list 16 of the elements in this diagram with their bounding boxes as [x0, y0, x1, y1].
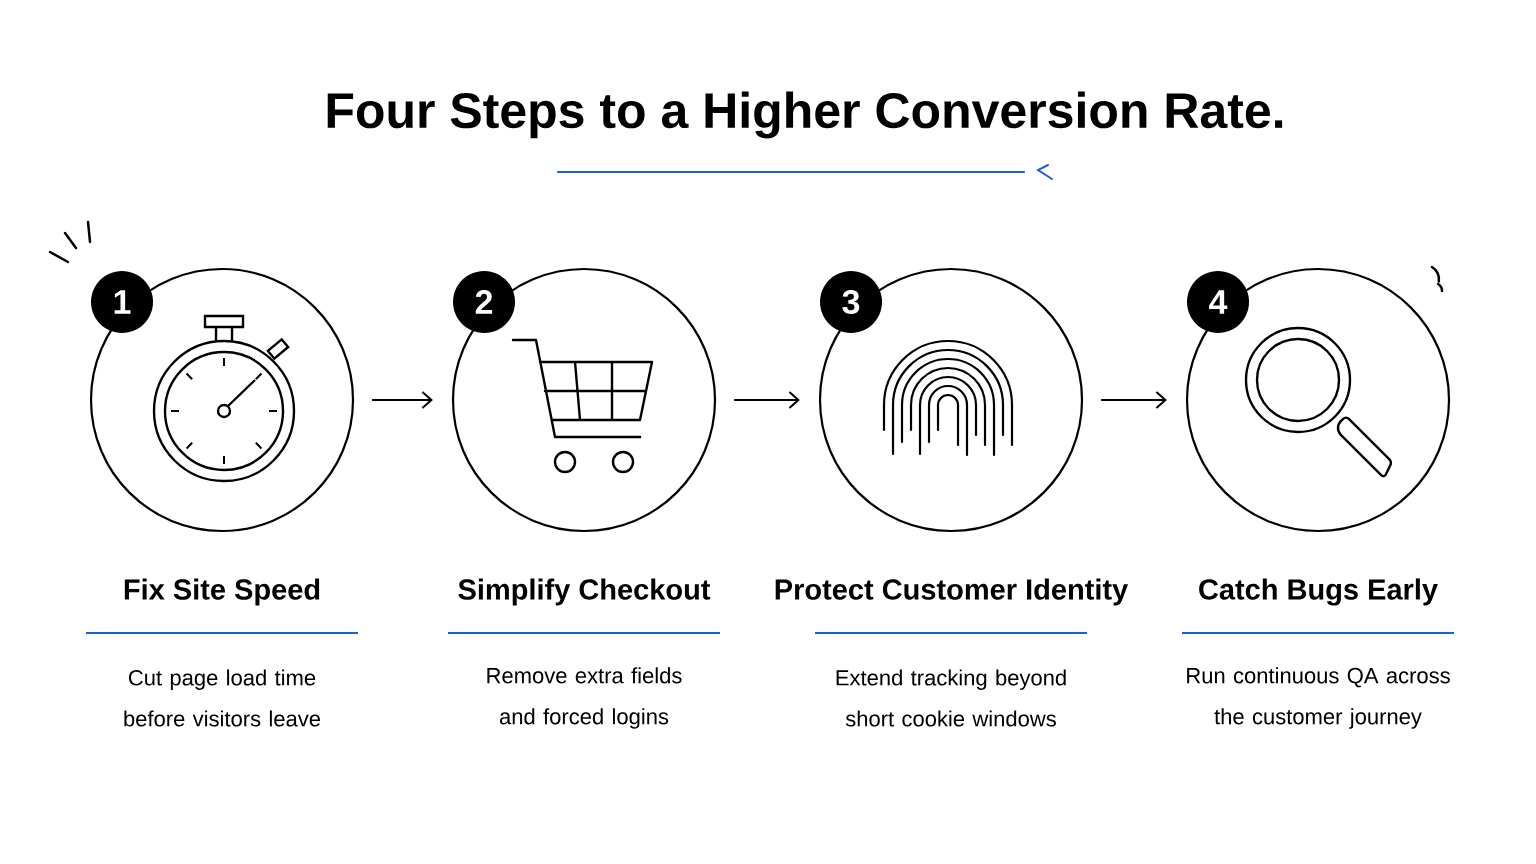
number-badge: 3: [820, 271, 882, 333]
step-description: Remove extra fields and forced logins: [487, 667, 682, 729]
step-heading: Fix Site Speed: [124, 578, 320, 606]
number-badge: 2: [453, 271, 515, 333]
step-description: Cut page load time before visitors leave: [124, 669, 321, 727]
title: Four Steps to a Higher Conversion Rate.: [327, 91, 1283, 139]
arrow: [733, 391, 800, 409]
step-heading: Catch Bugs Early: [1199, 578, 1438, 606]
arrow: [371, 391, 433, 409]
step-description: Run continuous QA across the customer journey: [1187, 667, 1450, 729]
step-heading: Protect Customer Identity: [775, 578, 1129, 606]
number-badge: 1: [91, 271, 153, 333]
step-description: Extend tracking beyond short cookie windows: [836, 669, 1066, 727]
arrow: [1100, 391, 1167, 409]
number-badge: 4: [1187, 271, 1249, 333]
step-heading: Simplify Checkout: [458, 578, 711, 606]
